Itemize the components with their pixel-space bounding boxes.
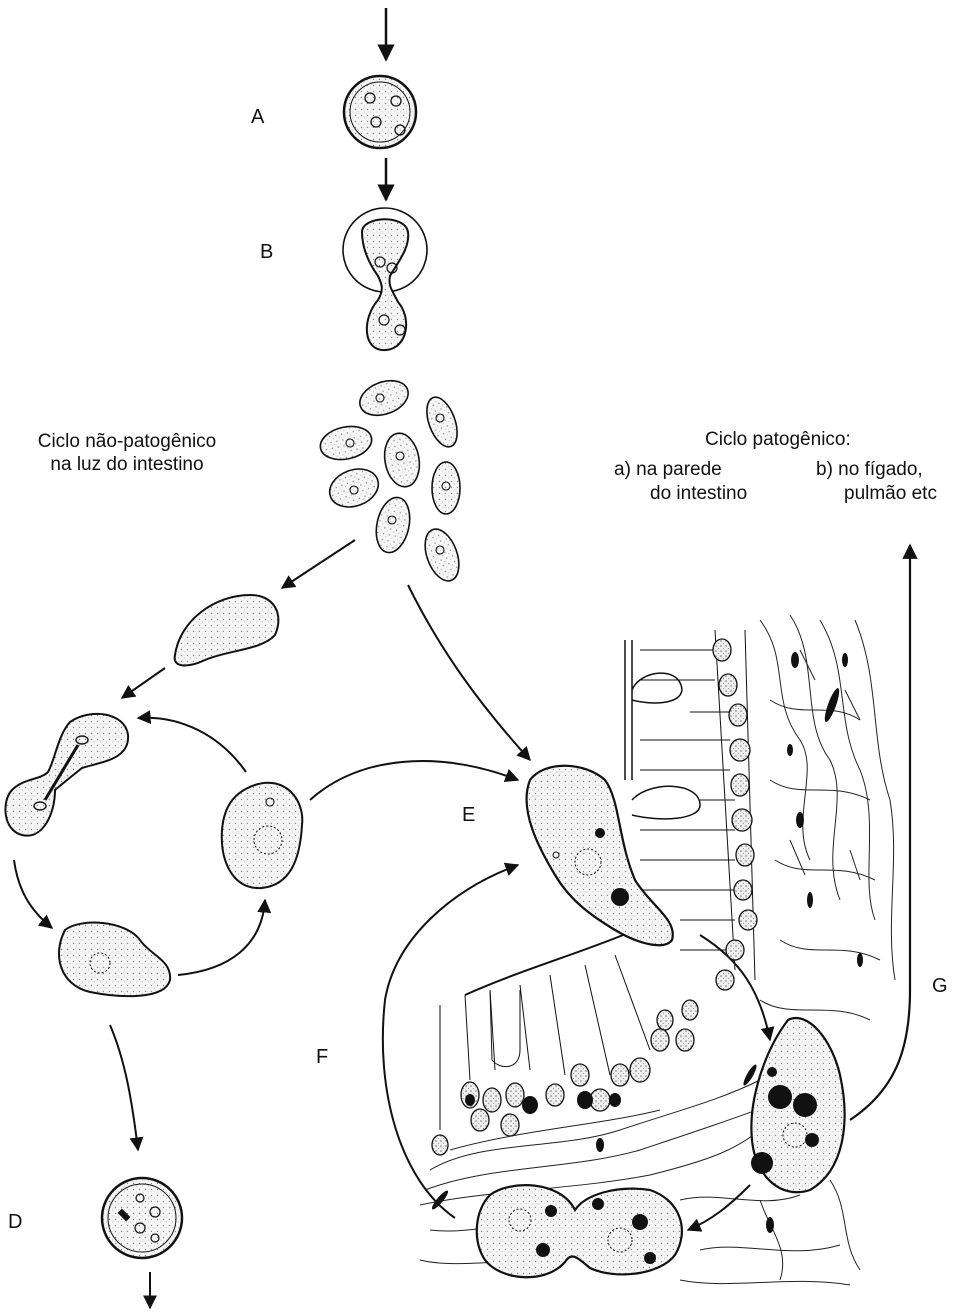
label-e: E xyxy=(462,804,475,827)
pathogenic-b-line-2: pulmão etc xyxy=(844,482,937,505)
metacystic-trophozoites xyxy=(317,374,465,585)
cyst-d xyxy=(102,1178,182,1258)
tissue-trophozoite-g xyxy=(751,1018,845,1192)
invasive-trophozoite-e xyxy=(527,766,673,945)
pathogenic-a-line-1: a) na parede xyxy=(614,458,722,481)
trophozoite-2 xyxy=(222,783,303,888)
label-d: D xyxy=(8,1211,22,1234)
non-pathogenic-line-1: Ciclo não-patogênico xyxy=(12,430,242,453)
pathogenic-cycle-title: Ciclo patogênico: xyxy=(705,428,851,451)
label-a: A xyxy=(251,106,264,129)
non-pathogenic-cycle-caption: Ciclo não-patogênico na luz do intestino xyxy=(12,430,242,476)
label-b: B xyxy=(260,241,273,264)
excysting-cyst-b xyxy=(343,208,427,350)
trophozoite-3 xyxy=(59,923,170,997)
cyst-a xyxy=(344,76,416,148)
label-g: G xyxy=(932,975,948,998)
trophozoite-1 xyxy=(175,595,279,665)
label-f: F xyxy=(316,1046,328,1069)
dividing-trophozoite xyxy=(5,714,128,836)
pathogenic-b-line-1: b) no fígado, xyxy=(816,458,923,481)
dividing-tissue-trophozoite xyxy=(477,1185,682,1277)
non-pathogenic-line-2: na luz do intestino xyxy=(12,453,242,476)
pathogenic-a-line-2: do intestino xyxy=(650,482,747,505)
